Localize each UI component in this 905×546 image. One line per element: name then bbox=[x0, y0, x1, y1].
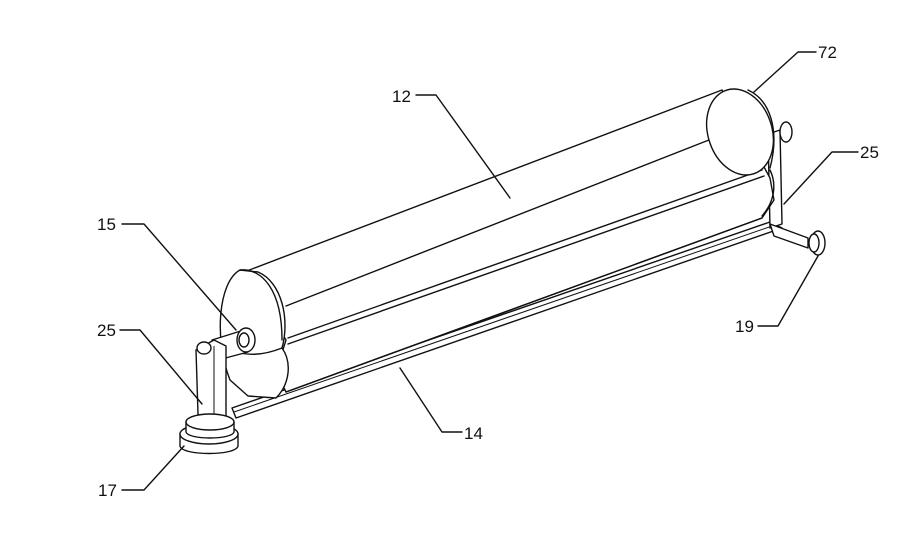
roller-body bbox=[243, 88, 775, 393]
rail-end bbox=[769, 223, 826, 256]
label-bracket-right: 25 bbox=[860, 143, 879, 162]
label-shaft: 15 bbox=[97, 215, 116, 234]
base-foot bbox=[179, 413, 239, 455]
label-roller: 12 bbox=[392, 87, 411, 106]
label-rail-end: 19 bbox=[735, 317, 754, 336]
label-rail: 14 bbox=[464, 424, 483, 443]
label-end-cap: 72 bbox=[818, 43, 837, 62]
label-bracket-left: 25 bbox=[97, 321, 116, 340]
label-base-foot: 17 bbox=[98, 481, 117, 500]
bracket-left bbox=[195, 339, 227, 421]
leader-lines bbox=[119, 51, 859, 491]
